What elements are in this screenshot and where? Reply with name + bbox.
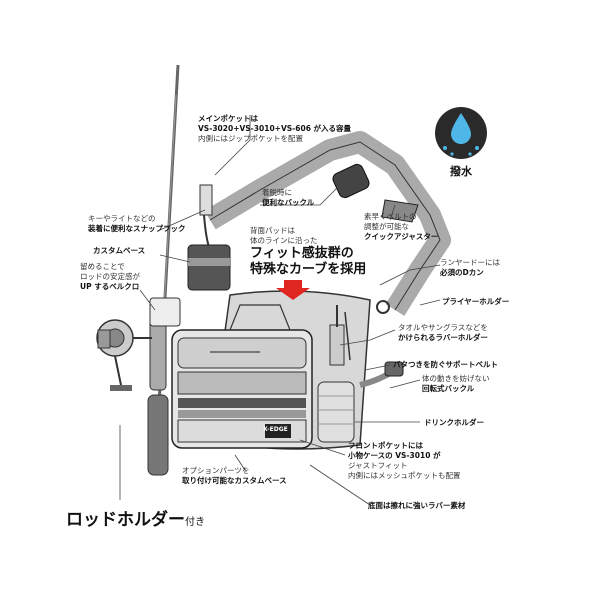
red-arrow-icon [276,280,310,300]
front-pocket-label: フロントポケットには 小物ケースの VS-3010 が ジャストフィット 内側に… [348,441,461,480]
support-belt-label: バタつきを防ぐサポートベルト [393,360,498,369]
main-pocket-label: メインポケットは VS-3020+VS-3010+VS-606 が入る容量 内側… [198,114,352,143]
product-logo: X-EDGE [263,426,288,433]
bottom-rubber-label: 底面は擦れに強いラバー素材 [368,501,466,510]
velcro-label: 留めることで ロッドの安定感が UP するベルクロ [80,262,140,291]
quick-adjuster-label: 素早くベルトの 調整が可能な クイックアジャスター [364,212,439,241]
custom-base-label: カスタムベース [93,246,146,255]
drink-holder-label: ドリンクホルダー [424,418,484,427]
waterproof-badge [435,107,487,159]
back-pad-label: 背面パッドは 体のラインに沿った [250,226,318,245]
shoulder-strap [204,131,451,316]
plier-holder-label: プライヤーホルダー [442,297,510,306]
swivel-buckle-label: 体の動きを妨げない 回転式バックル [422,374,490,393]
back-pad-headline: フィット感抜群の 特殊なカーブを採用 [250,246,367,277]
snap-hook-label: キーやライトなどの 装着に便利なスナップフック [88,214,186,233]
buckle-label: 着脱時に 便利なバックル [262,188,315,207]
snap-hook [199,184,213,251]
rubber-holder-label: タオルやサングラスなどを かけられるラバーホルダー [398,323,488,342]
rod-holder-title: ロッドホルダー付き [66,510,205,530]
plier-holder [329,305,351,366]
fishing-reel [96,319,152,391]
d-ring-label: ランヤードーには 必須のDカン [440,258,500,277]
water-drop-icon [451,113,471,144]
custom-base [149,244,231,327]
option-parts-label: オプションパーツを 取り付け可能なカスタムベース [182,466,287,485]
leader-lines [119,115,441,506]
drink-holder [317,381,355,443]
waterproof-label: 撥水 [450,165,472,178]
